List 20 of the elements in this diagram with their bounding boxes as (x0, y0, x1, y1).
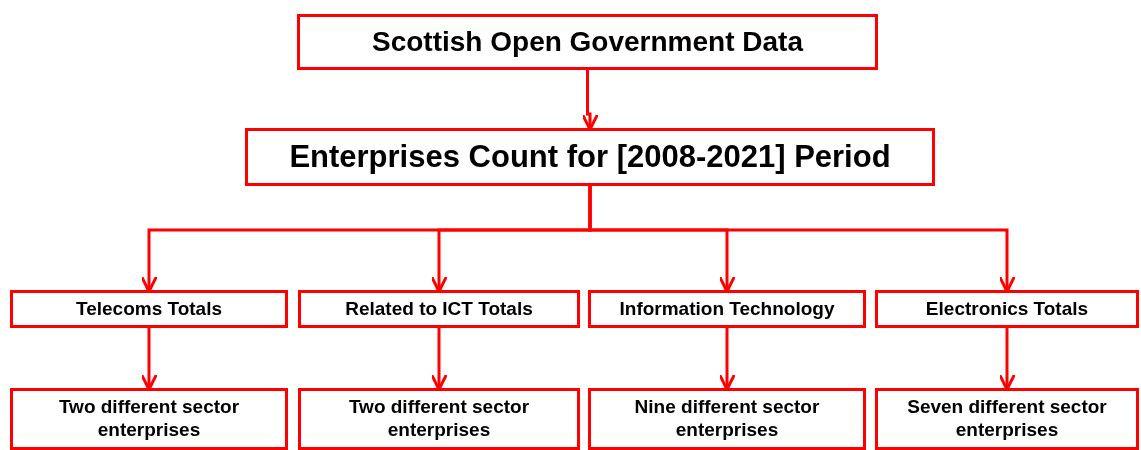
node-label: Telecoms Totals (75, 297, 223, 321)
process-box (875, 290, 1139, 328)
node-label: Information Technology (619, 297, 835, 321)
node-label: Nine different sector enterprises (633, 396, 821, 442)
process-box (10, 388, 288, 450)
process-box (588, 388, 866, 450)
process-box (298, 290, 580, 328)
process-box (245, 128, 935, 186)
node-label: Scottish Open Government Data (372, 25, 803, 59)
process-box (297, 14, 878, 70)
node-label: Related to ICT Totals (345, 297, 533, 321)
process-box (588, 290, 866, 328)
node-label: Seven different sector enterprises (906, 396, 1108, 442)
node-label: Two different sector enterprises (57, 396, 241, 442)
process-box (298, 388, 580, 450)
node-label: Electronics Totals (925, 297, 1089, 321)
node-label: Enterprises Count for [2008-2021] Period (289, 138, 891, 176)
process-box (10, 290, 288, 328)
node-label: Two different sector enterprises (347, 396, 531, 442)
process-box (875, 388, 1139, 450)
